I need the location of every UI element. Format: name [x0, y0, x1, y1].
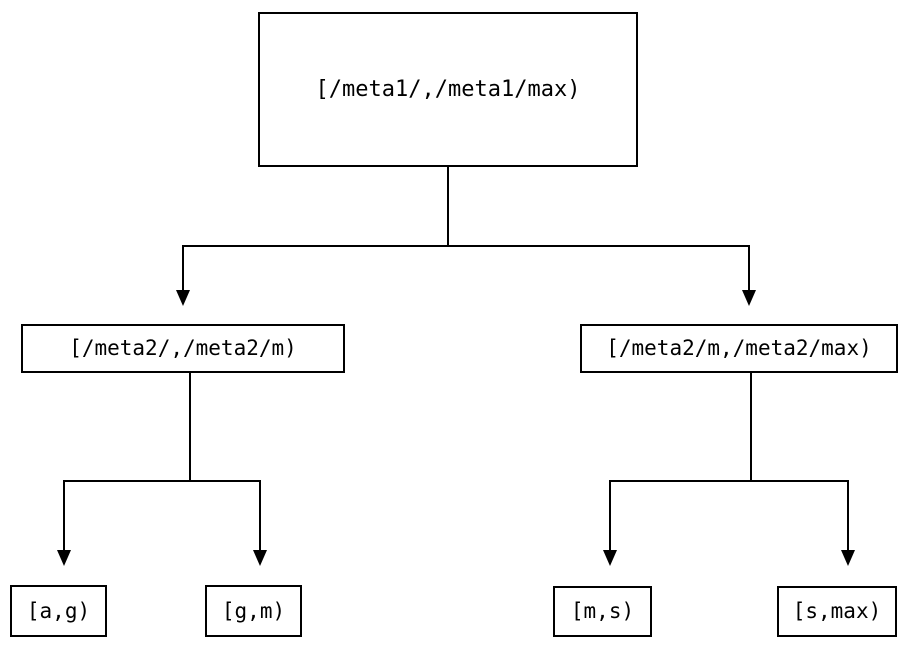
arrowhead-mid-left-to-leaf-2 [253, 550, 267, 566]
arrowhead-root-to-mid-left [176, 290, 190, 306]
edge-mid-right-stem [750, 373, 752, 482]
node-mid-left[interactable]: [/meta2/,/meta2/m) [21, 324, 345, 373]
node-root-label: [/meta1/,/meta1/max) [315, 76, 581, 102]
node-mid-right[interactable]: [/meta2/m,/meta2/max) [580, 324, 898, 373]
edge-root-to-mid-right [748, 245, 750, 290]
arrowhead-mid-right-to-leaf-3 [603, 550, 617, 566]
edge-root-crossbar [182, 245, 750, 247]
node-leaf-g-m[interactable]: [g,m) [205, 585, 302, 637]
arrowhead-root-to-mid-right [742, 290, 756, 306]
node-leaf-s-max-label: [s,max) [792, 599, 882, 623]
edge-mid-left-to-leaf-1 [63, 480, 65, 550]
node-mid-right-label: [/meta2/m,/meta2/max) [606, 336, 872, 360]
edge-mid-right-to-leaf-3 [609, 480, 611, 550]
edge-mid-left-crossbar [63, 480, 261, 482]
edge-mid-right-to-leaf-4 [847, 480, 849, 550]
edge-root-to-mid-left [182, 245, 184, 290]
edge-mid-left-stem [189, 373, 191, 482]
node-mid-left-label: [/meta2/,/meta2/m) [69, 336, 297, 360]
edge-mid-left-to-leaf-2 [259, 480, 261, 550]
arrowhead-mid-left-to-leaf-1 [57, 550, 71, 566]
arrowhead-mid-right-to-leaf-4 [841, 550, 855, 566]
node-leaf-m-s[interactable]: [m,s) [553, 586, 652, 637]
node-leaf-g-m-label: [g,m) [221, 598, 286, 623]
node-leaf-m-s-label: [m,s) [570, 599, 635, 623]
edge-root-stem [447, 167, 449, 246]
node-leaf-a-g[interactable]: [a,g) [10, 585, 107, 637]
edge-mid-right-crossbar [609, 480, 849, 482]
node-leaf-a-g-label: [a,g) [26, 598, 91, 623]
node-leaf-s-max[interactable]: [s,max) [777, 586, 897, 637]
node-root[interactable]: [/meta1/,/meta1/max) [258, 12, 638, 167]
